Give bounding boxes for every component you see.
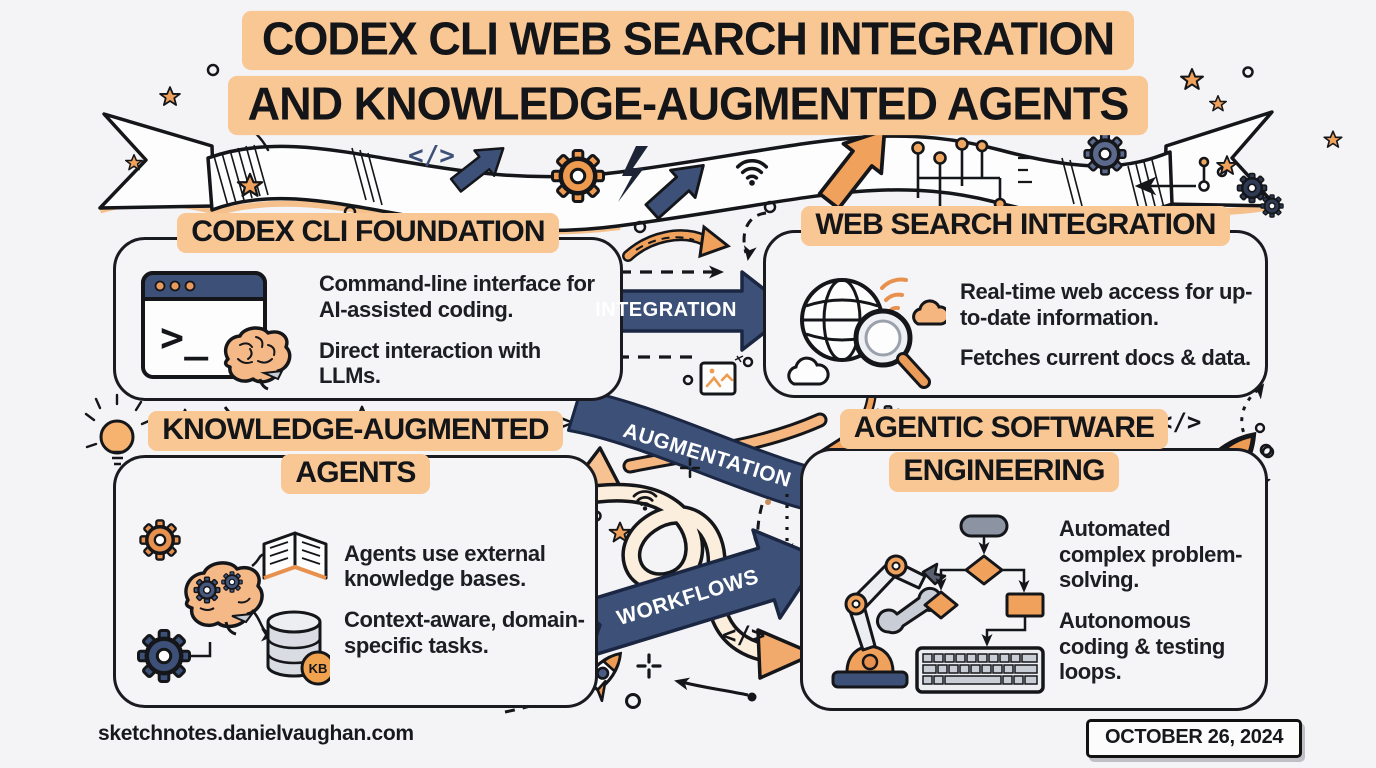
lightning-icon xyxy=(618,146,648,202)
page-title: CODEX CLI WEB SEARCH INTEGRATION AND KNO… xyxy=(0,10,1376,142)
code-icon: </> xyxy=(722,621,765,649)
keyboard-icon xyxy=(915,645,1045,694)
date-badge: OCTOBER 26, 2024 xyxy=(1086,719,1303,758)
file-image-icon xyxy=(699,355,744,396)
web-search-icon-cluster xyxy=(786,262,950,389)
box-agentic-software-engineering: AGENTIC SOFTWARE ENGINEERING xyxy=(800,409,1268,711)
lightbulb-icon xyxy=(84,393,153,466)
box-title: KNOWLEDGE-AUGMENTED AGENTS xyxy=(116,411,595,497)
workflows-cluster xyxy=(460,482,822,680)
box-title-line: KNOWLEDGE-AUGMENTED xyxy=(148,411,563,451)
brain-icon xyxy=(223,326,292,391)
box-knowledge-augmented-agents: KNOWLEDGE-AUGMENTED AGENTS xyxy=(113,411,598,708)
loop-arrowhead xyxy=(756,628,816,680)
dashed-hook-arrow xyxy=(742,211,767,254)
open-book-icon xyxy=(262,531,328,580)
box-title-line: AGENTS xyxy=(281,454,430,494)
database-icon: KB xyxy=(266,610,336,685)
wifi-orange-icon xyxy=(880,277,908,313)
gear-icon xyxy=(553,151,604,202)
curved-arrow-orange xyxy=(698,224,732,259)
point-text: Autonomous coding & testing loops. xyxy=(1059,608,1225,685)
gear-icon xyxy=(1236,172,1268,204)
box-title-line: WEB SEARCH INTEGRATION xyxy=(801,206,1230,246)
box-points: Command-line interface for AI-assisted c… xyxy=(319,271,606,388)
gear-icon xyxy=(139,630,190,681)
box-title: AGENTIC SOFTWARE ENGINEERING xyxy=(803,409,1265,495)
box-title-line: AGENTIC SOFTWARE xyxy=(839,409,1169,449)
title-line-1: CODEX CLI WEB SEARCH INTEGRATION xyxy=(241,10,1135,71)
point-text: Fetches current docs & data. xyxy=(960,345,1251,371)
box-title-line: CODEX CLI FOUNDATION xyxy=(177,213,559,253)
point-text: Agents use external knowledge bases. xyxy=(344,540,546,592)
box-title: CODEX CLI FOUNDATION xyxy=(116,213,620,256)
box-points: Automated complex problem-solving. Auton… xyxy=(1059,516,1257,684)
point-text: Real-time web access for up-to-date info… xyxy=(960,279,1253,330)
brain-gears-icon xyxy=(184,560,264,635)
cloud-icon xyxy=(787,299,950,386)
knowledge-icon-cluster: KB xyxy=(134,514,336,686)
point-text: Context-aware, domain-specific tasks. xyxy=(344,607,585,658)
banner-ribbon: </> xyxy=(98,63,1343,235)
gear-icon xyxy=(138,518,182,561)
magnifier-icon xyxy=(853,308,931,389)
flowchart-icon xyxy=(923,514,1045,647)
agentic-icon-cluster xyxy=(819,512,1045,694)
point-text: Direct interaction with LLMs. xyxy=(319,337,541,389)
point-text: Command-line interface for AI-assisted c… xyxy=(319,271,595,322)
box-title: WEB SEARCH INTEGRATION xyxy=(766,206,1265,249)
box-points: Agents use external knowledge bases. Con… xyxy=(344,541,585,658)
box-web-search-integration: WEB SEARCH INTEGRATION xyxy=(763,206,1268,398)
kb-badge-label: KB xyxy=(309,661,328,676)
robot-arm-icon xyxy=(831,554,947,688)
code-icon: </> xyxy=(408,141,455,171)
wrench-icon xyxy=(876,586,943,634)
dot-doodle xyxy=(206,63,220,77)
dot-doodle xyxy=(1242,66,1254,78)
title-line-2: AND KNOWLEDGE-AUGMENTED AGENTS xyxy=(227,75,1149,136)
terminal-prompt: >_ xyxy=(160,315,209,361)
point-text: Automated complex problem-solving. xyxy=(1059,516,1243,593)
box-points: Real-time web access for up-to-date info… xyxy=(960,279,1255,371)
box-codex-cli-foundation: CODEX CLI FOUNDATION >_ xyxy=(113,213,623,401)
footer-site-url: sketchnotes.danielvaughan.com xyxy=(98,722,414,745)
codex-icon-cluster: >_ xyxy=(140,269,305,391)
box-title-line: ENGINEERING xyxy=(889,452,1119,492)
integration-label: INTEGRATION xyxy=(595,299,737,321)
